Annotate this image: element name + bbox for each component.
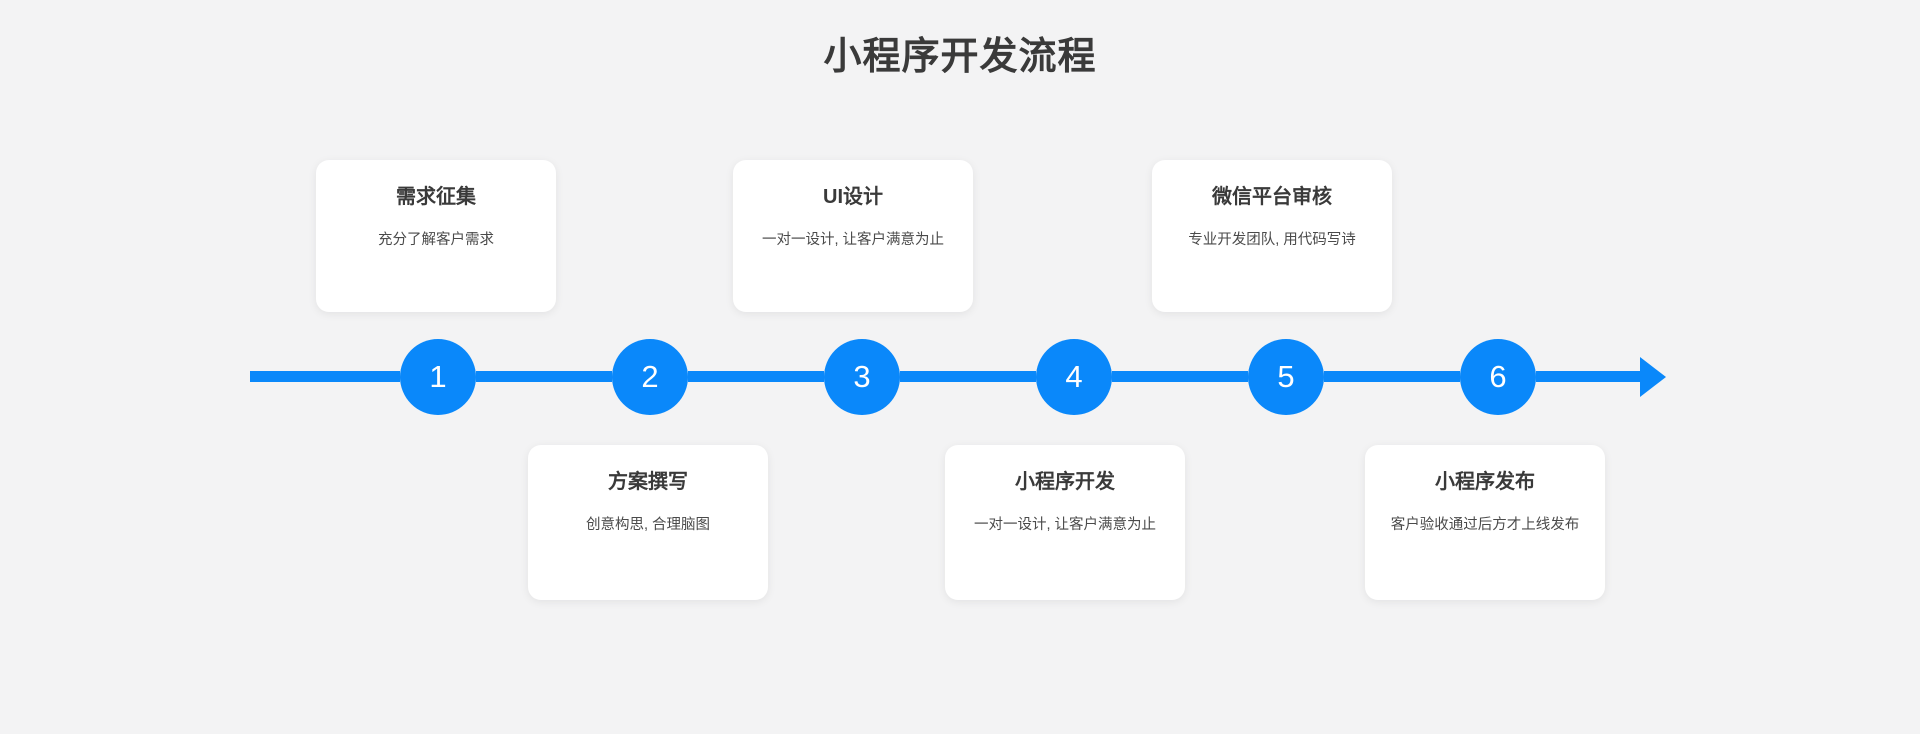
step-card-2[interactable]: 方案撰写 创意构思, 合理脑图 <box>528 445 768 600</box>
step-card-title: 需求征集 <box>396 186 476 208</box>
timeline-node-1[interactable]: 1 <box>400 339 476 415</box>
step-card-description: 创意构思, 合理脑图 <box>585 517 711 533</box>
step-card-3[interactable]: UI设计 一对一设计, 让客户满意为止 <box>733 160 973 312</box>
step-card-description: 一对一设计, 让客户满意为止 <box>761 232 945 248</box>
timeline-node-label: 3 <box>853 358 871 394</box>
step-card-title: 小程序开发 <box>1015 471 1115 493</box>
timeline-node-4[interactable]: 4 <box>1036 339 1112 415</box>
timeline-segment-end <box>1536 371 1640 382</box>
timeline-node-3[interactable]: 3 <box>824 339 900 415</box>
timeline-node-2[interactable]: 2 <box>612 339 688 415</box>
step-card-6[interactable]: 小程序发布 客户验收通过后方才上线发布 <box>1365 445 1605 600</box>
page-title: 小程序开发流程 <box>823 36 1097 78</box>
step-card-title: 微信平台审核 <box>1212 186 1332 208</box>
step-card-description: 充分了解客户需求 <box>378 232 494 248</box>
timeline-node-6[interactable]: 6 <box>1460 339 1536 415</box>
step-card-1[interactable]: 需求征集 充分了解客户需求 <box>316 160 556 312</box>
step-card-title: 方案撰写 <box>608 471 688 493</box>
timeline-segment-start <box>250 371 400 382</box>
step-card-title: UI设计 <box>823 186 883 208</box>
timeline-segment-2-3 <box>688 371 824 382</box>
arrow-right-icon <box>1640 357 1666 397</box>
timeline-node-label: 2 <box>641 358 659 394</box>
timeline-node-label: 6 <box>1489 358 1507 394</box>
timeline-segment-5-6 <box>1324 371 1460 382</box>
step-card-4[interactable]: 小程序开发 一对一设计, 让客户满意为止 <box>945 445 1185 600</box>
timeline-node-5[interactable]: 5 <box>1248 339 1324 415</box>
step-card-title: 小程序发布 <box>1435 471 1535 493</box>
step-card-description: 一对一设计, 让客户满意为止 <box>973 517 1157 533</box>
step-card-5[interactable]: 微信平台审核 专业开发团队, 用代码写诗 <box>1152 160 1392 312</box>
timeline-segment-1-2 <box>476 371 612 382</box>
timeline-segment-4-5 <box>1112 371 1248 382</box>
timeline-node-label: 5 <box>1277 358 1295 394</box>
timeline-node-label: 4 <box>1065 358 1083 394</box>
step-card-description: 客户验收通过后方才上线发布 <box>1390 517 1580 533</box>
timeline-node-label: 1 <box>429 358 447 394</box>
step-card-description: 专业开发团队, 用代码写诗 <box>1188 232 1356 248</box>
timeline-segment-3-4 <box>900 371 1036 382</box>
